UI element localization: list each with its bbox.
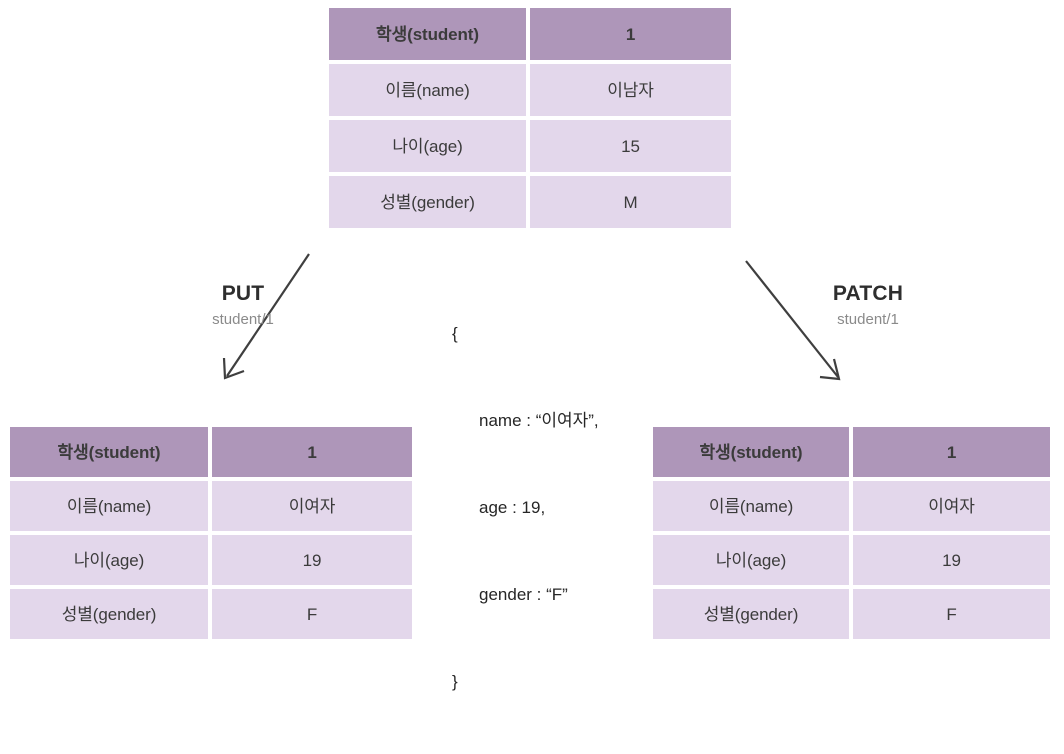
table-cell-key: 성별(gender) [10,589,208,639]
table-cell-key: 이름(name) [653,481,849,531]
method-label-put: PUT student/1 [163,282,323,330]
table-cell-key: 이름(name) [10,481,208,531]
put-result-table: 학생(student) 1 이름(name) 이여자 나이(age) 19 성별… [10,427,412,639]
request-payload: { name : “이여자”, age : 19, gender : “F” } [452,261,599,754]
table-cell-value: 19 [853,535,1050,585]
table-row: 학생(student) 1 [329,8,731,60]
table-header-key: 학생(student) [653,427,849,477]
table-cell-key: 나이(age) [10,535,208,585]
method-label-patch: PATCH student/1 [788,282,948,330]
original-record-table: 학생(student) 1 이름(name) 이남자 나이(age) 15 성별… [329,8,731,228]
table-cell-value: 19 [212,535,412,585]
table-row: 이름(name) 이여자 [653,481,1050,531]
table-header-value: 1 [530,8,731,60]
diagram-canvas: 학생(student) 1 이름(name) 이남자 나이(age) 15 성별… [10,8,1050,691]
method-name-put: PUT [221,282,265,305]
payload-field-name: name : “이여자”, [479,411,599,430]
table-row: 학생(student) 1 [653,427,1050,477]
table-cell-key: 이름(name) [329,64,526,116]
table-cell-key: 성별(gender) [653,589,849,639]
table-cell-value: 15 [530,120,731,172]
method-path-patch: student/1 [837,311,899,329]
arrow-down-right-icon [745,260,841,381]
table-row: 이름(name) 이여자 [10,481,412,531]
table-row: 나이(age) 15 [329,120,731,172]
table-row: 성별(gender) F [10,589,412,639]
arrow-down-left-icon [222,253,310,380]
method-name-patch: PATCH [832,282,904,305]
table-cell-value: 이여자 [212,481,412,531]
payload-field-age: age : 19, [479,498,546,517]
table-cell-key: 나이(age) [329,120,526,172]
patch-result-table: 학생(student) 1 이름(name) 이여자 나이(age) 19 성별… [653,427,1050,639]
table-header-value: 1 [853,427,1050,477]
table-row: 나이(age) 19 [653,535,1050,585]
table-cell-value: M [530,176,731,228]
table-header-key: 학생(student) [329,8,526,60]
table-cell-key: 나이(age) [653,535,849,585]
table-row: 성별(gender) M [329,176,731,228]
table-cell-value: 이남자 [530,64,731,116]
table-header-value: 1 [212,427,412,477]
table-cell-value: 이여자 [853,481,1050,531]
payload-field-gender: gender : “F” [479,585,568,604]
table-cell-value: F [853,589,1050,639]
payload-open-brace: { [452,324,458,343]
table-row: 성별(gender) F [653,589,1050,639]
method-path-put: student/1 [212,311,274,329]
table-cell-value: F [212,589,412,639]
table-row: 학생(student) 1 [10,427,412,477]
table-header-key: 학생(student) [10,427,208,477]
table-cell-key: 성별(gender) [329,176,526,228]
payload-close-brace: } [452,672,458,691]
table-row: 나이(age) 19 [10,535,412,585]
table-row: 이름(name) 이남자 [329,64,731,116]
